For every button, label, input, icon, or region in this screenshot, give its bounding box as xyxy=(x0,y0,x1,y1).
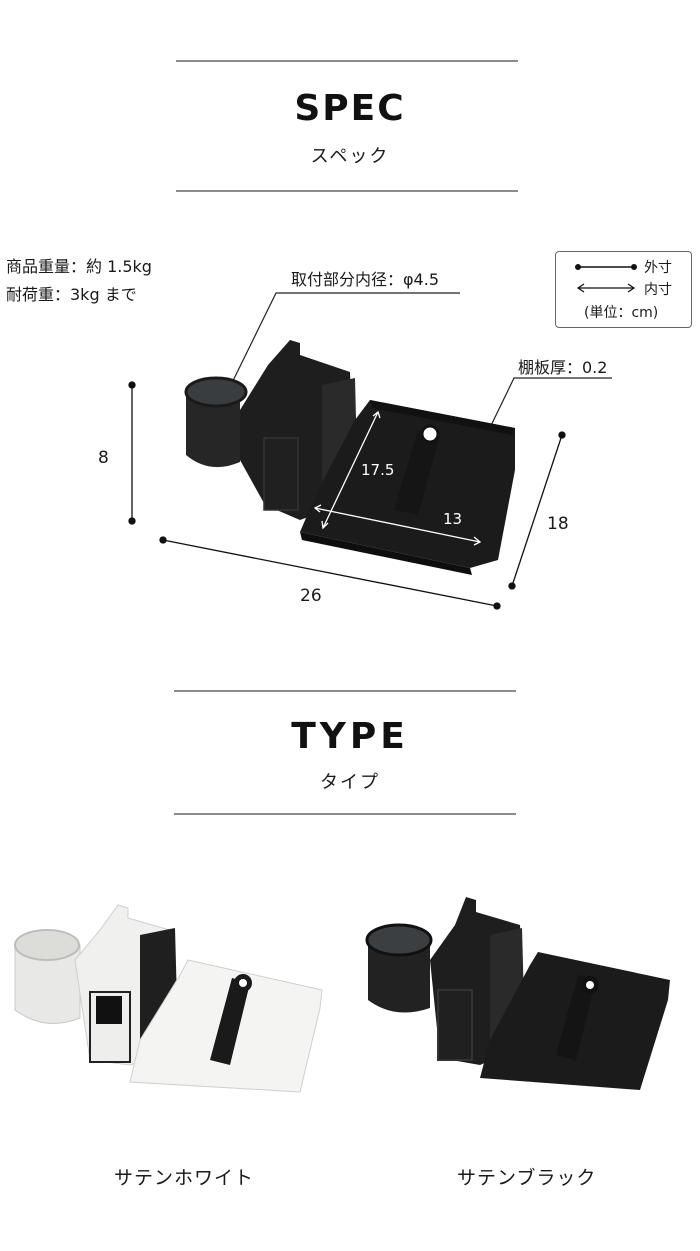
spec-top-rule xyxy=(176,60,518,62)
spec-product-diagram xyxy=(128,292,612,610)
dimension-depth: 18 xyxy=(547,514,569,534)
legend-lines-icon xyxy=(575,264,637,293)
legend-outer-label: 外寸 xyxy=(644,260,672,276)
outer-dimension-lines xyxy=(128,381,566,610)
type-top-rule xyxy=(174,690,516,692)
inner-dimension-arrows xyxy=(313,410,482,546)
dimension-inner-depth: 17.5 xyxy=(361,461,395,479)
spec-bottom-rule xyxy=(176,190,518,192)
white-variant-image xyxy=(14,904,323,1093)
spec-title: SPEC xyxy=(294,88,406,129)
type-title: TYPE xyxy=(291,716,409,757)
dimension-inner-width: 13 xyxy=(443,510,463,528)
legend-inner-label: 内寸 xyxy=(644,282,672,298)
shelf-thickness-callout: 棚板厚：0.2 xyxy=(518,358,608,377)
type-bottom-rule xyxy=(174,813,516,815)
product-weight: 商品重量：約 1.5kg xyxy=(6,257,152,276)
variant-label-black: サテンブラック xyxy=(457,1167,597,1189)
unit-legend: 外寸 内寸 (単位：cm) xyxy=(555,251,692,328)
legend-unit-label: (単位：cm) xyxy=(584,305,659,321)
black-holder-product xyxy=(184,340,515,575)
load-capacity: 耐荷重：3kg まで xyxy=(6,285,137,304)
spec-subtitle: スペック xyxy=(310,146,390,167)
type-subtitle: タイプ xyxy=(320,772,380,793)
black-variant-image xyxy=(365,897,670,1090)
mount-diameter-callout: 取付部分内径：φ4.5 xyxy=(291,270,440,289)
variant-label-white: サテンホワイト xyxy=(114,1167,255,1189)
dimension-height: 8 xyxy=(98,448,109,468)
dimension-width: 26 xyxy=(300,586,322,606)
